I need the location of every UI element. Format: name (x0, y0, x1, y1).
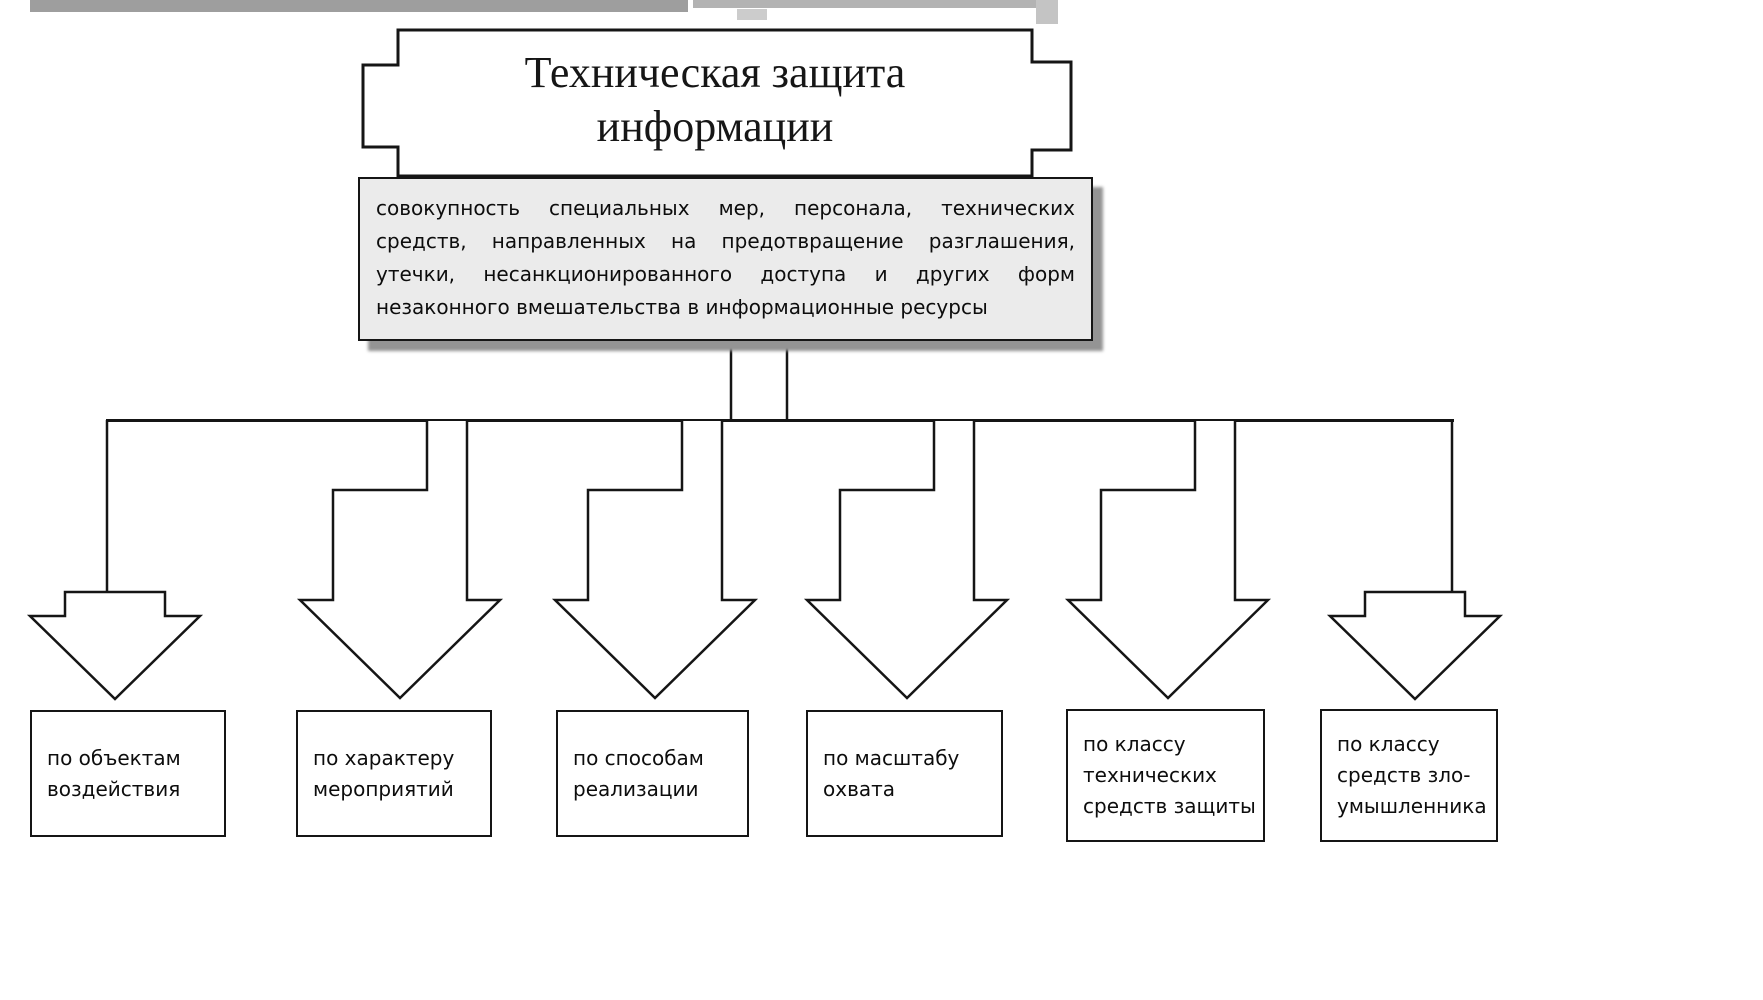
category-label: по классу технических средств защиты (1083, 732, 1256, 818)
scan-artifact (693, 0, 1037, 8)
block-arrow-down-2 (296, 421, 504, 700)
category-box-scale: по масштабу охвата (806, 710, 1003, 837)
scan-artifact (1036, 0, 1058, 24)
category-label: по объектам воздействия (47, 745, 181, 801)
category-label: по классу средств зло- умышленника (1337, 732, 1487, 818)
diagram-title-line: информации (596, 102, 834, 151)
scan-artifact (737, 9, 767, 20)
block-arrow-down-1 (26, 590, 204, 701)
block-arrow-down-6 (1326, 590, 1504, 701)
definition-line: совокупность специальных мер, персонала,… (376, 196, 1075, 220)
definition-box: совокупность специальных мер, персонала,… (358, 177, 1093, 341)
diagram-title-line: Техническая защита (524, 48, 906, 97)
definition-line: утечки, несанкционированного доступа и д… (376, 262, 1075, 286)
scan-artifact (30, 0, 688, 12)
category-label: по характеру мероприятий (313, 745, 455, 801)
definition-line: средств, направленных на предотвращение … (376, 229, 1075, 253)
category-box-objects: по объектам воздействия (30, 710, 226, 837)
category-box-protection-class: по классу технических средств защиты (1066, 709, 1265, 842)
diagram-title: Техническая защита информации (398, 46, 1032, 154)
block-arrow-down-3 (551, 421, 759, 700)
category-box-attacker-class: по классу средств зло- умышленника (1320, 709, 1498, 842)
category-label: по масштабу охвата (823, 745, 960, 801)
block-arrow-down-4 (803, 421, 1011, 700)
block-arrow-down-5 (1064, 421, 1272, 700)
definition-line: незаконного вмешательства в информационн… (376, 295, 988, 319)
category-box-measures: по характеру мероприятий (296, 710, 492, 837)
category-label: по способам реализации (573, 745, 704, 801)
category-box-implementation: по способам реализации (556, 710, 749, 837)
